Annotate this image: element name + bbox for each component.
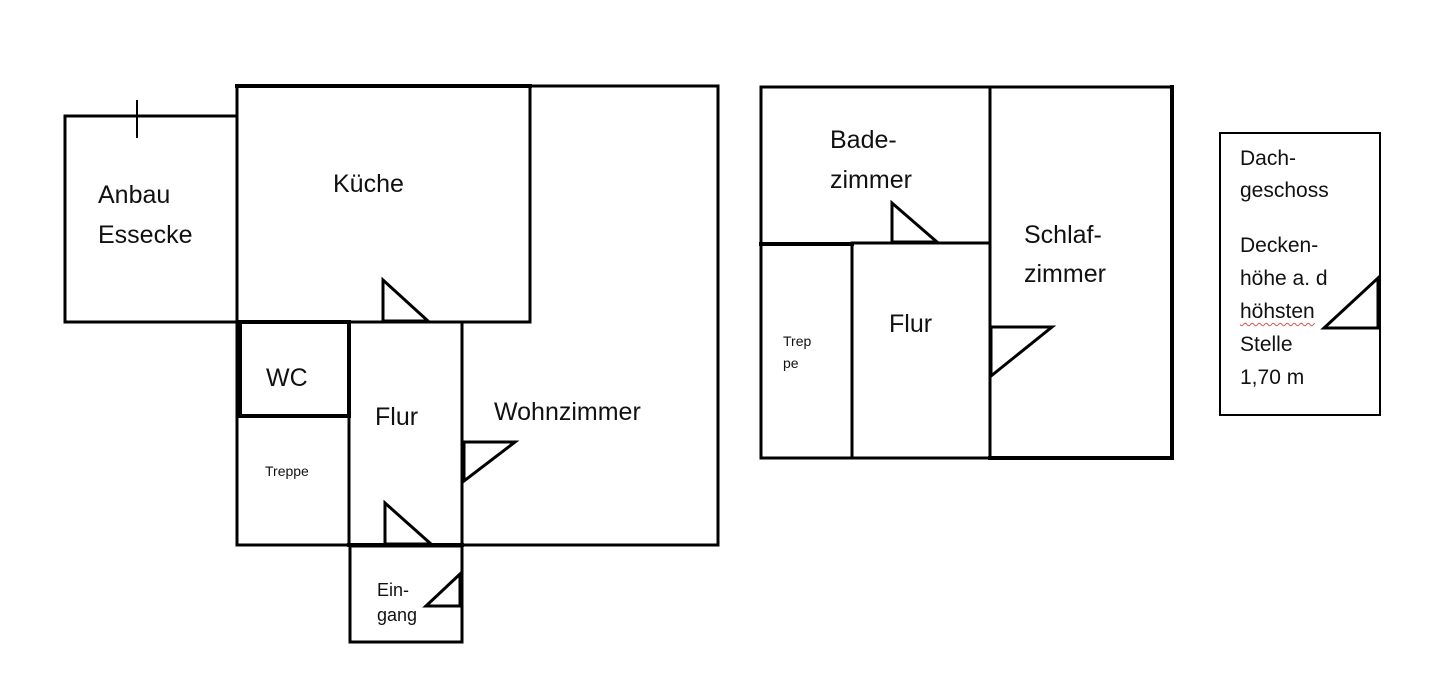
door-icon-flur <box>383 499 435 546</box>
room-label-treppe-upper-line2: pe <box>783 355 799 371</box>
room-label-wohnzimmer: Wohnzimmer <box>494 398 641 426</box>
attic-note-border <box>1219 132 1381 416</box>
room-label-treppe-ground: Treppe <box>265 463 309 479</box>
room-label-anbau-line2: Essecke <box>98 221 193 249</box>
room-label-schlafzimmer-line2: zimmer <box>1024 260 1106 288</box>
room-label-anbau-line1: Anbau <box>98 181 171 209</box>
room-label-flur-upper: Flur <box>889 310 933 338</box>
door-icon-wohnzimmer <box>462 440 520 485</box>
room-label-flur-ground: Flur <box>375 403 419 431</box>
room-label-wc: WC <box>266 364 308 392</box>
attic-text-line3-misspelled: höhsten <box>1240 300 1315 323</box>
door-icon-schlafzimmer <box>989 325 1057 380</box>
main-house-walls <box>235 84 720 547</box>
door-icon-badezimmer <box>890 199 942 244</box>
door-icon-kueche <box>381 276 432 323</box>
attic-text-line4: Stelle <box>1240 333 1293 356</box>
room-label-kueche: Küche <box>333 170 404 198</box>
attic-heading-line1: Dach- <box>1240 147 1297 170</box>
door-icon-attic <box>1320 274 1380 330</box>
upper-floor-walls <box>759 85 1174 460</box>
room-label-badezimmer-line1: Bade- <box>830 126 897 154</box>
room-label-schlafzimmer-line1: Schlaf- <box>1024 221 1102 249</box>
attic-text-line2: höhe a. d <box>1240 267 1328 290</box>
attic-ceiling-height: 1,70 m <box>1240 366 1305 389</box>
ground-floor-doors <box>381 276 520 608</box>
room-label-badezimmer-line2: zimmer <box>830 166 912 194</box>
ground-floor-walls <box>63 84 720 644</box>
upper-floor-doors <box>890 199 1057 380</box>
attic-note-box <box>1219 132 1381 416</box>
attic-text-line1: Decken- <box>1240 234 1319 257</box>
upper-floor-outer-walls <box>759 85 1174 460</box>
room-label-treppe-upper-line1: Trep <box>783 333 812 349</box>
room-label-eingang-line2: gang <box>377 605 418 625</box>
room-label-eingang-line1: Ein- <box>377 580 410 600</box>
door-icon-eingang <box>422 570 462 608</box>
anbau-walls <box>63 114 239 324</box>
eingang-walls <box>348 544 464 644</box>
attic-heading-line2: geschoss <box>1240 179 1329 202</box>
